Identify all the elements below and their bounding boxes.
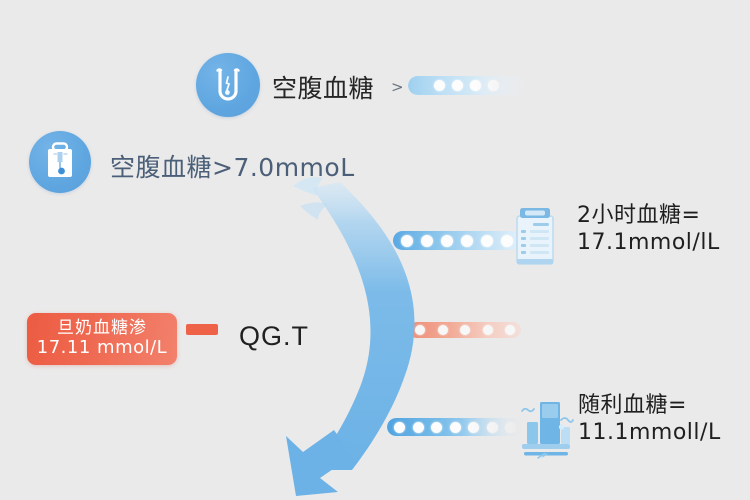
two-hour-label: 2小时血糖= 17.1mmol/lL [577,203,720,257]
strip-dot [437,325,448,335]
pill-strip-bottom [387,418,523,436]
fasting-top-operator: > [391,78,405,96]
strip-dot [434,80,445,91]
random-line2: 11.1mmoll/L [578,419,721,445]
callout-line2: 17.11 mmol/L [36,337,168,359]
u-tube-glyph [216,68,240,101]
strip-dot [412,421,424,433]
clipboard-drip-icon [29,131,91,193]
strip-dot [468,421,479,433]
u-tube-icon [196,53,260,117]
code-label: QG.T [239,321,309,351]
strip-dot [488,80,499,91]
clipboard-report-icon [508,205,562,276]
random-line1: 随利血糖= [578,393,687,418]
callout-line1: 旦奶血糖渗 [57,317,147,338]
strip-dot [460,325,470,335]
strip-dot [501,234,513,247]
strip-dot [486,421,498,433]
strip-dot [421,234,433,247]
bar-chart-icon [516,394,574,465]
strip-dot [441,234,453,247]
strip-dot [505,325,515,335]
strip-dot [431,421,442,433]
strip-dot [461,234,473,247]
strip-dot [482,325,493,335]
strip-dot [449,421,461,433]
two-hour-line1: 2小时血糖= [577,203,701,228]
glucose-callout-box: 旦奶血糖渗 17.11 mmol/L [27,313,177,365]
fasting-threshold-label: 空腹血糖>7.0mmoL [110,153,355,182]
bar-chart-glyph [521,402,574,459]
red-dash-connector [186,324,218,335]
pill-strip-top [395,75,529,96]
clipboard-drip-glyph [48,142,72,177]
strip-dot [452,80,463,91]
clipboard-report-glyph [516,208,554,265]
strip-dot [394,421,405,433]
fasting-top-label: 空腹血糖 [272,74,375,103]
two-hour-line2: 17.1mmol/lL [577,229,720,255]
pill-strip-red [409,322,521,338]
strip-dot [470,80,481,91]
strip-dot [415,325,425,335]
random-label: 随利血糖= 11.1mmoll/L [578,393,721,447]
strip-dot [481,234,493,247]
arrow-head [286,430,352,496]
strip-dot [401,234,413,247]
pill-strip-two-hour [393,231,521,250]
strip-dot [505,421,516,433]
